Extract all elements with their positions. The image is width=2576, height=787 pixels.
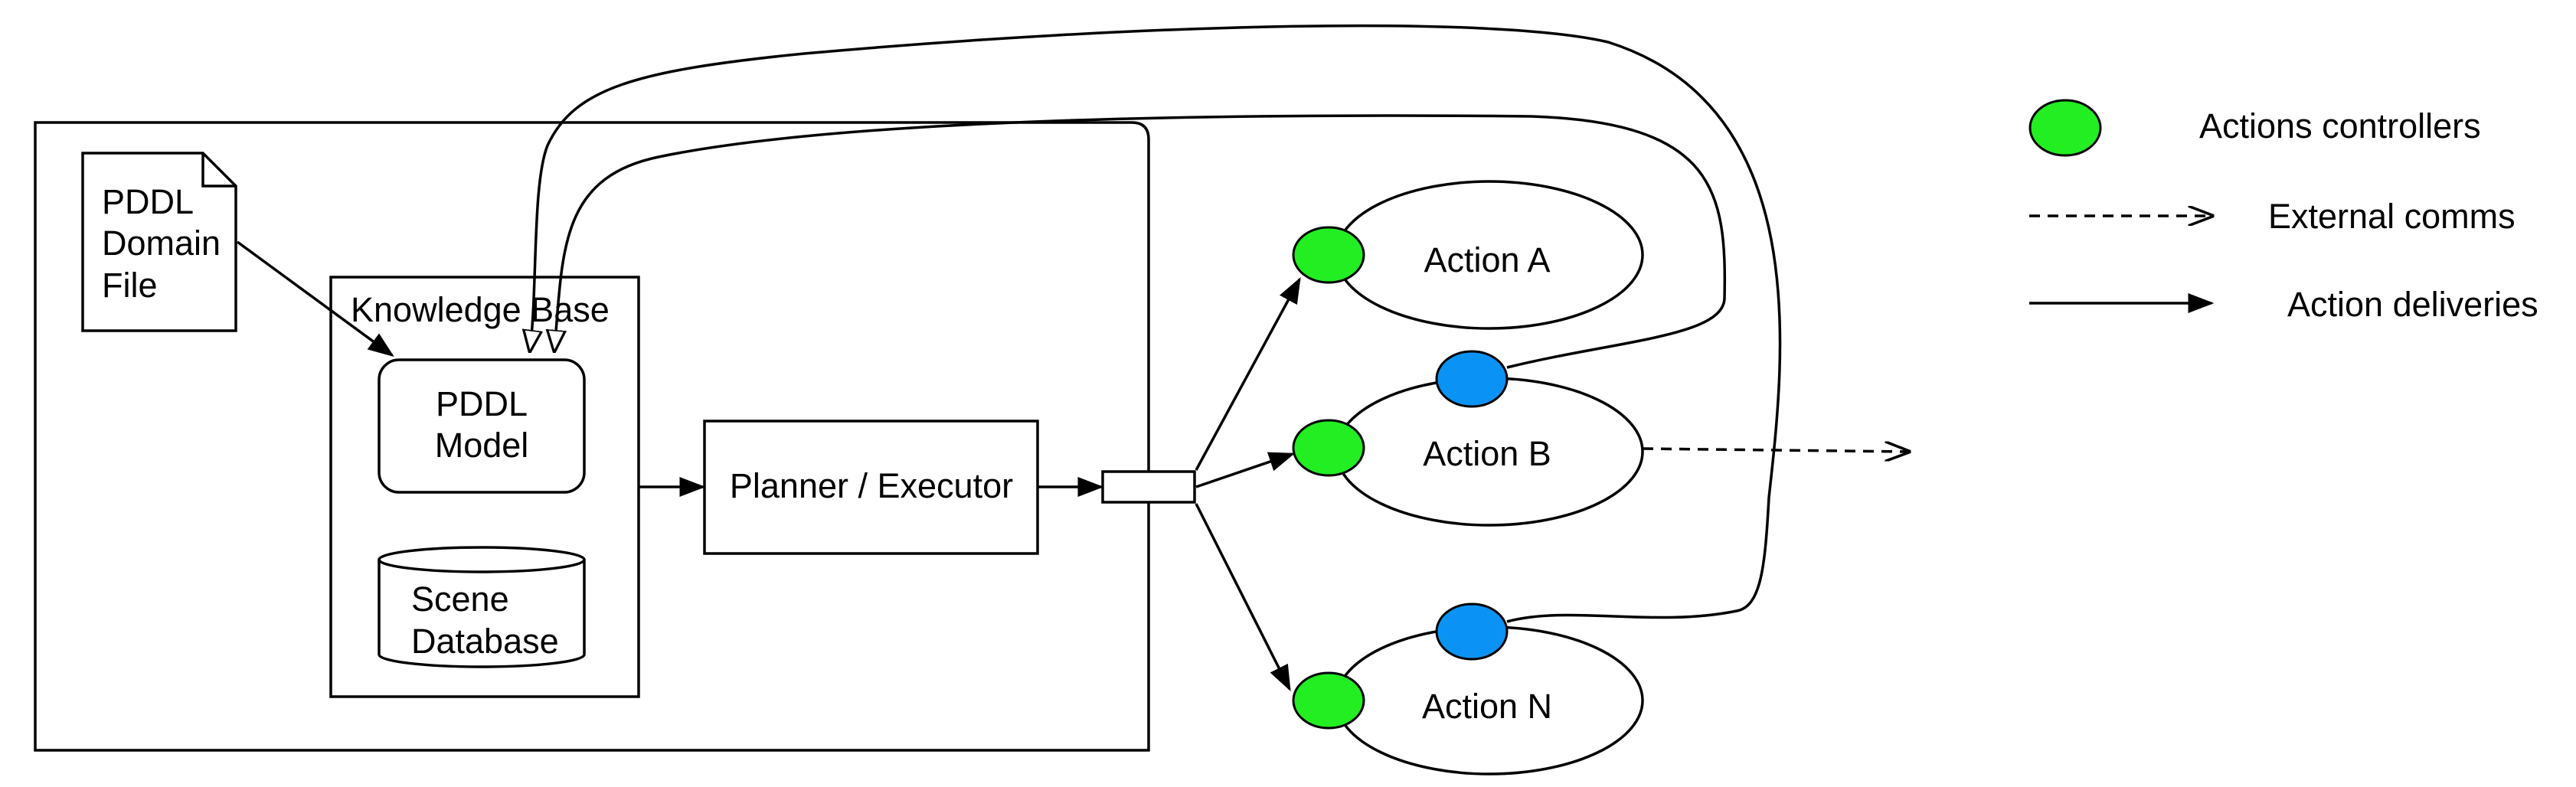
legend-deliveries-label: Action deliveries [2287,285,2538,324]
action-n-feedback-node [1435,602,1509,661]
pddl-model-line-2: Model [435,426,529,465]
action-b-controller [1292,419,1365,477]
planner-executor-label: Planner / Executor [730,466,1013,505]
action-a-label: Action A [1424,240,1550,279]
action-a-node: Action A [1292,180,1644,330]
action-n-label: Action N [1422,687,1552,726]
pddl-domain-file: PDDL Domain File [81,152,237,332]
domain-file-line-2: Domain [102,224,221,263]
arrow-domain-to-model [236,240,394,358]
feedback-from-action-n [530,24,1782,623]
action-b-node: Action B [1292,350,1644,527]
action-a-controller [1292,226,1365,284]
pddl-model-line-1: PDDL [436,384,528,423]
feedback-from-action-b [554,114,1727,369]
arrow-port-to-action-b [1195,452,1296,488]
pddl-model: PDDL Model [378,358,586,494]
knowledge-base-title: Knowledge Base [351,290,610,329]
scene-database: Scene Database [378,546,586,668]
arrow-port-to-action-n [1195,503,1291,692]
arrow-action-b-external [1642,449,1908,452]
planner-executor: Planner / Executor [703,420,1039,555]
scene-database-line-1: Scene [411,580,509,619]
legend-controller-swatch [2028,99,2102,157]
legend-controllers-label: Actions controllers [2199,106,2481,145]
system-container [34,121,1150,752]
legend: Actions controllers External comms Actio… [2028,99,2538,324]
action-b-label: Action B [1423,434,1551,473]
dispatch-port [1101,470,1196,504]
domain-file-line-3: File [102,266,158,305]
action-n-controller [1292,671,1365,730]
action-b-feedback-node [1435,350,1509,408]
action-n-node: Action N [1292,602,1644,776]
legend-external-label: External comms [2268,197,2516,236]
domain-file-line-1: PDDL [102,182,194,221]
arrow-port-to-action-a [1195,277,1301,471]
scene-database-line-2: Database [411,622,559,661]
